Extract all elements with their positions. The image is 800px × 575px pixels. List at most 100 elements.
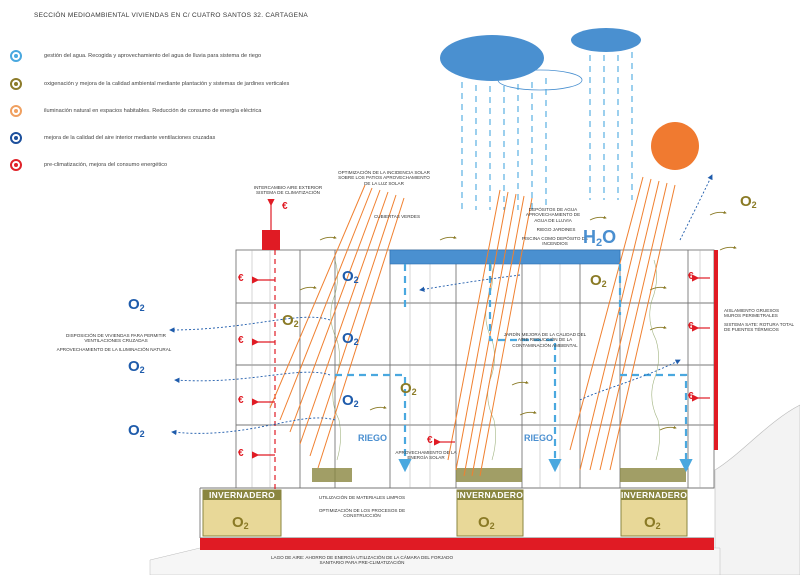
note-depositos: DEPÓSITOS DE AGUA APROVECHAMIENTO DE AGU…: [525, 207, 581, 223]
air-lake-strip: [200, 538, 714, 550]
note-aprovechamiento-luz: APROVECHAMIENTO DE LA ILUMINACIÓN NATURA…: [56, 347, 172, 352]
o2-blue-label: O2: [128, 422, 145, 439]
o2-blue-label: O2: [128, 296, 145, 313]
o2-sub: 2: [243, 521, 249, 531]
euro-icon: €: [282, 201, 288, 212]
water-circle-icon: [10, 50, 22, 62]
oxygen-circle-icon: [10, 78, 22, 90]
legend-light: iluminación natural en espacios habitabl…: [10, 102, 261, 120]
o2-olive-label: O2: [232, 514, 249, 531]
o2-letter: O: [128, 422, 140, 439]
o2-sub: 2: [353, 399, 359, 409]
legend-oxygen-text: oxigenación y mejora de la calidad ambie…: [44, 81, 290, 87]
note-riego-jardines: RIEGO JARDINES: [536, 227, 576, 232]
legend-air: mejora de la calidad del aire interior m…: [10, 129, 215, 147]
o2-sub: 2: [353, 275, 359, 285]
o2-olive-label: O2: [590, 272, 607, 289]
o2-letter: O: [478, 514, 490, 531]
o2-sub: 2: [601, 279, 607, 289]
euro-icon: €: [427, 435, 433, 446]
legend-oxygen: oxigenación y mejora de la calidad ambie…: [10, 75, 289, 93]
o2-letter: O: [342, 330, 354, 347]
o2-letter: O: [128, 358, 140, 375]
note-sistema: SISTEMA SATE: ROTURA TOTAL DE PUENTES TÉ…: [724, 322, 794, 333]
o2-olive-label: O2: [740, 193, 757, 210]
euro-icon: €: [688, 321, 694, 332]
note-materiales: UTILIZACIÓN DE MATERIALES LIMPIOS: [318, 495, 406, 500]
note-piscina: PISCINA COMO DEPÓSITO DE INCENDIOS: [521, 236, 589, 247]
rooftop-water-tank: [389, 249, 621, 265]
o2-sub: 2: [751, 200, 757, 210]
greenhouse-boxes: [202, 489, 688, 537]
o2-letter: O: [590, 272, 602, 289]
note-disposicion: DISPOSICIÓN DE VIVIENDAS PARA PERMITIR V…: [66, 333, 166, 344]
euro-icon: €: [688, 391, 694, 402]
o2-olive-label: O2: [400, 380, 417, 397]
rooftop-climate-unit: [262, 230, 280, 250]
legend-climate-text: pre-climatización, mejora del consumo en…: [44, 162, 168, 168]
ventilation-arrows: [169, 174, 713, 436]
o2-letter: O: [740, 193, 752, 210]
terrain-slope: [714, 404, 800, 575]
air-circle-icon: [10, 132, 22, 144]
o2-letter: O: [282, 312, 294, 329]
greenhouse-label: INVERNADERO: [457, 490, 524, 500]
perimeter-insulation: [714, 250, 718, 450]
euro-icon: €: [238, 273, 244, 284]
o2-letter: O: [342, 392, 354, 409]
note-optimizacion: OPTIMIZACIÓN DE LA INCIDENCIA SOLAR SOBR…: [338, 170, 430, 186]
o2-olive-label: O2: [282, 312, 299, 329]
o2-letter: O: [128, 296, 140, 313]
climate-circle-icon: [10, 159, 22, 171]
note-lago: LAGO DE AIRE: AHORRO DE ENERGÍA UTILIZAC…: [270, 555, 454, 566]
o2-letter: O: [644, 514, 656, 531]
light-circle-icon: [10, 105, 22, 117]
note-jardin: JARDÍN MEJORA DE LA CALIDAD DEL AIRE RED…: [503, 332, 587, 348]
o2-letter: O: [400, 380, 412, 397]
o2-blue-label: O2: [342, 330, 359, 347]
h2o-label: H2O: [583, 227, 616, 249]
note-intercambio: INTERCAMBIO AIRE EXTERIOR SISTEMA DE CLI…: [253, 185, 323, 196]
greenhouse-label: INVERNADERO: [621, 490, 688, 500]
o2-sub: 2: [655, 521, 661, 531]
cloud-icon: [440, 35, 544, 81]
euro-icon: €: [238, 448, 244, 459]
solar-rays: [269, 176, 676, 477]
h2o-o: O: [602, 227, 617, 247]
cloud-icon: [571, 28, 641, 52]
legend-water: gestión del agua. Recogida y aprovechami…: [10, 47, 261, 65]
legend-light-text: iluminación natural en espacios habitabl…: [44, 108, 262, 114]
o2-sub: 2: [353, 337, 359, 347]
euro-arrows: [252, 199, 710, 459]
sun-icon: [651, 122, 699, 170]
note-cubiertas: CUBIERTAS VERDES: [373, 214, 421, 219]
irrigation-pipes: [335, 264, 693, 473]
euro-icon: €: [238, 335, 244, 346]
o2-olive-label: O2: [644, 514, 661, 531]
o2-sub: 2: [293, 319, 299, 329]
o2-letter: O: [232, 514, 244, 531]
page-title: SECCIÓN MEDIOAMBIENTAL VIVIENDAS EN C/ C…: [34, 12, 308, 19]
o2-sub: 2: [489, 521, 495, 531]
legend-air-text: mejora de la calidad del aire interior m…: [44, 135, 216, 141]
o2-sub: 2: [411, 387, 417, 397]
riego-label: RIEGO: [524, 433, 554, 443]
note-energia-solar: APROVECHAMIENTO DE LA ENERGÍA SOLAR: [395, 450, 457, 461]
rain-lines: [461, 52, 633, 210]
oxygen-arrows: [299, 210, 737, 431]
euro-icon: €: [238, 395, 244, 406]
o2-sub: 2: [139, 429, 145, 439]
o2-blue-label: O2: [342, 268, 359, 285]
o2-blue-label: O2: [342, 392, 359, 409]
o2-olive-label: O2: [478, 514, 495, 531]
legend-climate: pre-climatización, mejora del consumo en…: [10, 156, 167, 174]
o2-letter: O: [342, 268, 354, 285]
h2o-sub: 2: [596, 237, 603, 249]
legend-water-text: gestión del agua. Recogida y aprovechami…: [44, 53, 262, 59]
greenhouse-label: INVERNADERO: [208, 490, 276, 500]
euro-icon: €: [688, 271, 694, 282]
riego-label: RIEGO: [358, 433, 388, 443]
note-aislamiento: AISLAMIENTO GRUESOS MUROS PERIMETRALES: [724, 308, 780, 319]
o2-sub: 2: [139, 365, 145, 375]
o2-blue-label: O2: [128, 358, 145, 375]
